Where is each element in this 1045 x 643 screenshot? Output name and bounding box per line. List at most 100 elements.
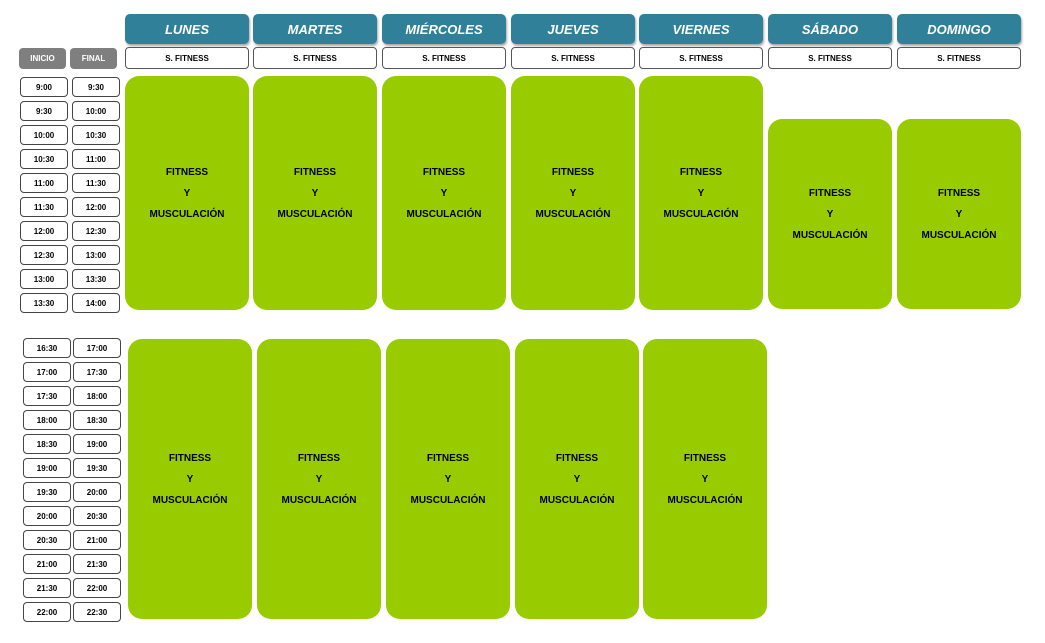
- room-label-sabado: S. FITNESS: [768, 47, 892, 69]
- start-time-slot: 22:00: [23, 602, 71, 622]
- activity-line2: Y: [697, 187, 705, 199]
- activity-line1: FITNESS: [808, 187, 852, 199]
- start-time-slot: 12:30: [20, 245, 68, 265]
- end-time-slot: 11:00: [72, 149, 120, 169]
- start-time-slot: 18:30: [23, 434, 71, 454]
- activity-line1: FITNESS: [422, 166, 466, 178]
- start-time-slot: 10:30: [20, 149, 68, 169]
- activity-line2: Y: [955, 208, 963, 220]
- activity-line3: MUSCULACIÓN: [921, 229, 997, 241]
- activity-block-morning-domingo: FITNESS Y MUSCULACIÓN: [897, 119, 1021, 309]
- end-time-slot: 10:30: [72, 125, 120, 145]
- activity-block-evening-miercoles: FITNESS Y MUSCULACIÓN: [386, 339, 510, 619]
- activity-block-morning-viernes: FITNESS Y MUSCULACIÓN: [639, 76, 763, 310]
- start-time-slot: 20:00: [23, 506, 71, 526]
- activity-line1: FITNESS: [293, 166, 337, 178]
- end-time-slot: 18:00: [73, 386, 121, 406]
- end-time-slot: 18:30: [73, 410, 121, 430]
- day-header-domingo: DOMINGO: [897, 14, 1021, 44]
- day-header-martes: MARTES: [253, 14, 377, 44]
- room-label-lunes: S. FITNESS: [125, 47, 249, 69]
- activity-line3: MUSCULACIÓN: [406, 208, 482, 220]
- start-time-slot: 9:30: [20, 101, 68, 121]
- end-time-slot: 19:30: [73, 458, 121, 478]
- activity-line1: FITNESS: [551, 166, 595, 178]
- day-header-lunes: LUNES: [125, 14, 249, 44]
- activity-block-morning-lunes: FITNESS Y MUSCULACIÓN: [125, 76, 249, 310]
- activity-line1: FITNESS: [426, 452, 470, 464]
- end-time-slot: 20:00: [73, 482, 121, 502]
- activity-line3: MUSCULACIÓN: [535, 208, 611, 220]
- end-time-slot: 13:00: [72, 245, 120, 265]
- activity-line3: MUSCULACIÓN: [149, 208, 225, 220]
- start-time-slot: 21:00: [23, 554, 71, 574]
- activity-line3: MUSCULACIÓN: [792, 229, 868, 241]
- start-time-slot: 18:00: [23, 410, 71, 430]
- activity-line2: Y: [444, 473, 452, 485]
- start-time-slot: 11:00: [20, 173, 68, 193]
- activity-line3: MUSCULACIÓN: [277, 208, 353, 220]
- room-label-viernes: S. FITNESS: [639, 47, 763, 69]
- end-time-slot: 22:00: [73, 578, 121, 598]
- end-time-slot: 19:00: [73, 434, 121, 454]
- activity-line1: FITNESS: [937, 187, 981, 199]
- start-time-slot: 17:30: [23, 386, 71, 406]
- activity-line1: FITNESS: [168, 452, 212, 464]
- activity-line1: FITNESS: [683, 452, 727, 464]
- day-header-miercoles: MIÉRCOLES: [382, 14, 506, 44]
- room-label-miercoles: S. FITNESS: [382, 47, 506, 69]
- activity-line1: FITNESS: [297, 452, 341, 464]
- activity-line2: Y: [311, 187, 319, 199]
- activity-line2: Y: [569, 187, 577, 199]
- start-time-slot: 16:30: [23, 338, 71, 358]
- activity-line2: Y: [440, 187, 448, 199]
- start-column-header: INICIO: [19, 48, 66, 69]
- end-column-header: FINAL: [70, 48, 117, 69]
- activity-block-evening-martes: FITNESS Y MUSCULACIÓN: [257, 339, 381, 619]
- activity-line3: MUSCULACIÓN: [152, 494, 228, 506]
- start-time-slot: 13:00: [20, 269, 68, 289]
- activity-line3: MUSCULACIÓN: [663, 208, 739, 220]
- activity-line1: FITNESS: [165, 166, 209, 178]
- start-time-slot: 10:00: [20, 125, 68, 145]
- activity-line1: FITNESS: [555, 452, 599, 464]
- activity-line3: MUSCULACIÓN: [281, 494, 357, 506]
- start-time-slot: 17:00: [23, 362, 71, 382]
- room-label-martes: S. FITNESS: [253, 47, 377, 69]
- activity-block-evening-lunes: FITNESS Y MUSCULACIÓN: [128, 339, 252, 619]
- start-time-slot: 11:30: [20, 197, 68, 217]
- end-time-slot: 17:30: [73, 362, 121, 382]
- room-label-domingo: S. FITNESS: [897, 47, 1021, 69]
- activity-line2: Y: [186, 473, 194, 485]
- end-time-slot: 21:00: [73, 530, 121, 550]
- start-time-slot: 19:30: [23, 482, 71, 502]
- start-time-slot: 12:00: [20, 221, 68, 241]
- end-time-slot: 11:30: [72, 173, 120, 193]
- end-time-slot: 12:30: [72, 221, 120, 241]
- activity-line1: FITNESS: [679, 166, 723, 178]
- start-time-slot: 21:30: [23, 578, 71, 598]
- activity-line2: Y: [315, 473, 323, 485]
- day-header-viernes: VIERNES: [639, 14, 763, 44]
- end-time-slot: 10:00: [72, 101, 120, 121]
- end-time-slot: 22:30: [73, 602, 121, 622]
- start-time-slot: 13:30: [20, 293, 68, 313]
- activity-line3: MUSCULACIÓN: [667, 494, 743, 506]
- end-time-slot: 9:30: [72, 77, 120, 97]
- activity-line2: Y: [183, 187, 191, 199]
- start-time-slot: 20:30: [23, 530, 71, 550]
- end-time-slot: 12:00: [72, 197, 120, 217]
- end-time-slot: 14:00: [72, 293, 120, 313]
- activity-block-morning-martes: FITNESS Y MUSCULACIÓN: [253, 76, 377, 310]
- end-time-slot: 20:30: [73, 506, 121, 526]
- end-time-slot: 17:00: [73, 338, 121, 358]
- activity-block-morning-miercoles: FITNESS Y MUSCULACIÓN: [382, 76, 506, 310]
- activity-line3: MUSCULACIÓN: [539, 494, 615, 506]
- activity-block-morning-jueves: FITNESS Y MUSCULACIÓN: [511, 76, 635, 310]
- activity-line3: MUSCULACIÓN: [410, 494, 486, 506]
- start-time-slot: 9:00: [20, 77, 68, 97]
- day-header-sabado: SÁBADO: [768, 14, 892, 44]
- activity-line2: Y: [573, 473, 581, 485]
